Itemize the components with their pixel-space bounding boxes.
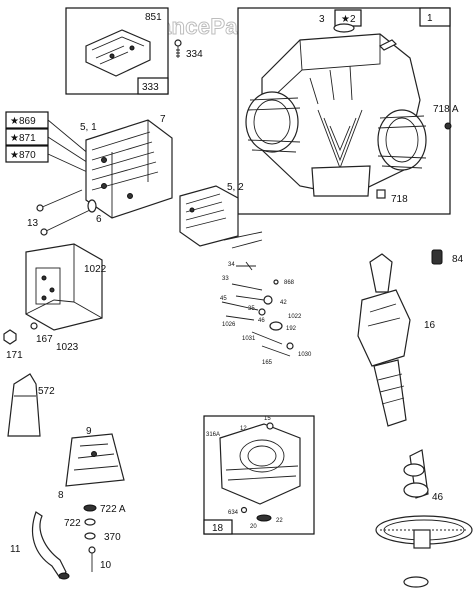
label-870: ★870 (10, 150, 36, 161)
washer-722[interactable] (84, 518, 96, 526)
washer-722a[interactable] (83, 504, 97, 512)
camshaft-46[interactable] (375, 449, 473, 588)
spacer-370[interactable] (84, 532, 96, 540)
label-15: 15 (264, 416, 271, 422)
label-13: 13 (27, 218, 39, 229)
label-869: ★869 (10, 116, 36, 127)
label-851: 851 (145, 12, 162, 23)
label-10: 10 (100, 560, 112, 571)
label-11: 11 (10, 544, 21, 555)
label-1031: 1031 (242, 336, 256, 342)
label-46: 46 (432, 492, 444, 503)
label-722: 722 (64, 518, 81, 529)
label-42: 42 (280, 300, 287, 306)
label-718a: 718 A (433, 104, 459, 115)
label-1022-small: 1022 (288, 314, 302, 320)
label-35: 35 (248, 306, 255, 312)
star-kit-list[interactable] (5, 111, 49, 163)
kit-851-box[interactable] (65, 7, 169, 95)
label-3: 3 (319, 14, 325, 25)
label-192: 192 (286, 326, 297, 332)
plate-9[interactable] (65, 433, 125, 487)
washer-167[interactable] (30, 322, 38, 330)
label-8: 8 (58, 490, 64, 501)
label-718: 718 (391, 194, 408, 205)
label-1030: 165 (262, 360, 273, 366)
bolt-10[interactable] (88, 546, 96, 572)
label-1026: 1026 (222, 322, 236, 328)
valve-train-parts[interactable] (221, 261, 294, 357)
label-45: 45 (220, 296, 227, 302)
label-333: 333 (142, 82, 159, 93)
label-84: 84 (452, 254, 464, 265)
label-33: 33 (222, 276, 229, 282)
screw-334[interactable] (174, 39, 182, 58)
label-5-2: 5, 2 (227, 182, 244, 193)
label-46-small: 46 (258, 318, 265, 324)
label-1022: 1022 (84, 264, 107, 275)
nut-171[interactable] (3, 329, 17, 345)
label-34: 34 (228, 262, 235, 268)
label-1023: 1023 (56, 342, 79, 353)
label-5-1: 5, 1 (80, 122, 97, 133)
label-165: 1030 (298, 352, 312, 358)
repair-cylinder-box-18[interactable] (203, 415, 315, 535)
label-871: ★871 (10, 133, 36, 144)
label-22: 22 (276, 518, 283, 524)
label-722a: 722 A (100, 504, 126, 515)
shroud-572[interactable] (7, 373, 41, 437)
label-334: 334 (186, 49, 203, 60)
cylinder-block-box[interactable] (237, 7, 452, 215)
label-167: 167 (36, 334, 53, 345)
label-16: 16 (424, 320, 436, 331)
label-9: 9 (86, 426, 92, 437)
label-6: 6 (96, 214, 102, 225)
label-7: 7 (160, 114, 166, 125)
plug-84[interactable] (431, 249, 443, 265)
cylinder-head-5-2[interactable] (179, 185, 263, 249)
label-20: 20 (250, 524, 257, 530)
label-634: 634 (228, 510, 239, 516)
bolts-13[interactable] (36, 189, 91, 236)
label-block-1: 1 (427, 13, 433, 24)
washer-6[interactable] (87, 199, 97, 213)
label-868: 868 (284, 280, 295, 286)
label-12: 12 (240, 426, 247, 432)
cylinder-head-5-1[interactable] (85, 119, 173, 219)
crankshaft-16[interactable] (357, 253, 411, 427)
label-star-2: ★2 (341, 14, 356, 25)
label-316a: 316A (206, 432, 220, 438)
label-171: 171 (6, 350, 23, 361)
breather-housing-1022[interactable] (25, 243, 103, 331)
tube-11[interactable] (31, 511, 70, 580)
label-18: 18 (212, 523, 224, 534)
label-370: 370 (104, 532, 121, 543)
label-572: 572 (38, 386, 55, 397)
